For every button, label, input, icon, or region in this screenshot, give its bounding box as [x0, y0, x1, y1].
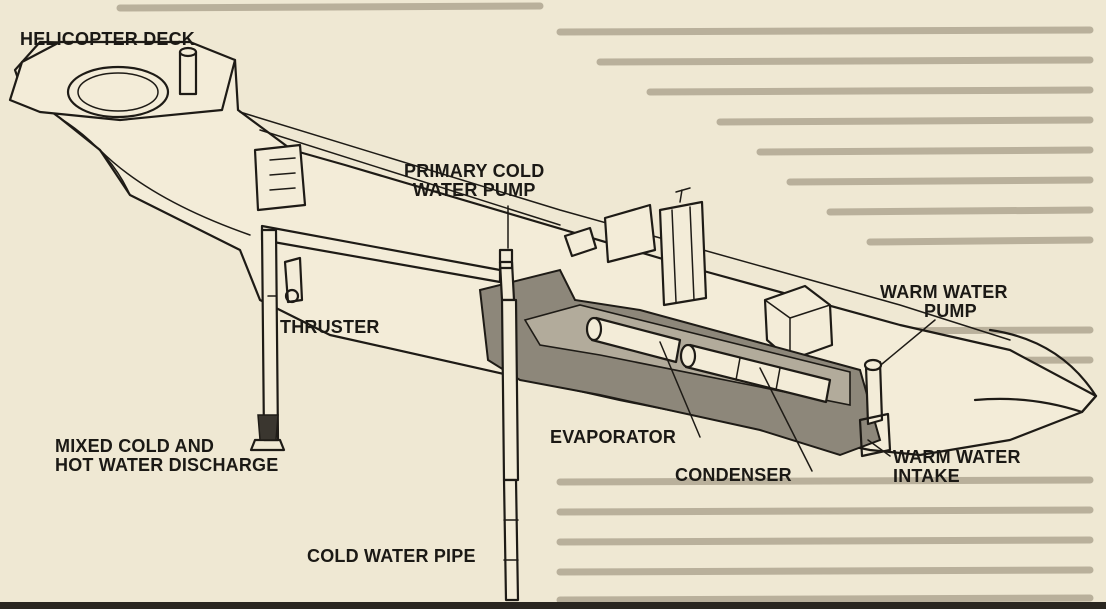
- primary-cold-water-pump-label: PRIMARY COLD WATER PUMP: [404, 161, 545, 200]
- discharge-pipework: [249, 224, 502, 452]
- cold-water-system: [498, 248, 520, 602]
- thruster-drawing: [283, 256, 304, 304]
- warm-water-intake-label: WARM WATER INTAKE: [893, 447, 1021, 486]
- thruster-label: THRUSTER: [280, 317, 380, 337]
- helicopter-deck-label: HELICOPTER DECK: [20, 29, 196, 49]
- helicopter-deck-drawing: [8, 40, 307, 212]
- page-bottom-border: [0, 602, 1106, 609]
- deck-structures: [563, 187, 834, 362]
- leader-lines: [507, 205, 936, 472]
- cold-water-pipe-label: COLD WATER PIPE: [307, 546, 476, 566]
- mixed-discharge-label: MIXED COLD AND HOT WATER DISCHARGE: [55, 436, 279, 475]
- condenser-label: CONDENSER: [675, 465, 792, 485]
- evaporator-label: EVAPORATOR: [550, 427, 677, 447]
- warm-water-system: [858, 358, 892, 458]
- warm-water-pump-label: WARM WATER PUMP: [880, 282, 1008, 321]
